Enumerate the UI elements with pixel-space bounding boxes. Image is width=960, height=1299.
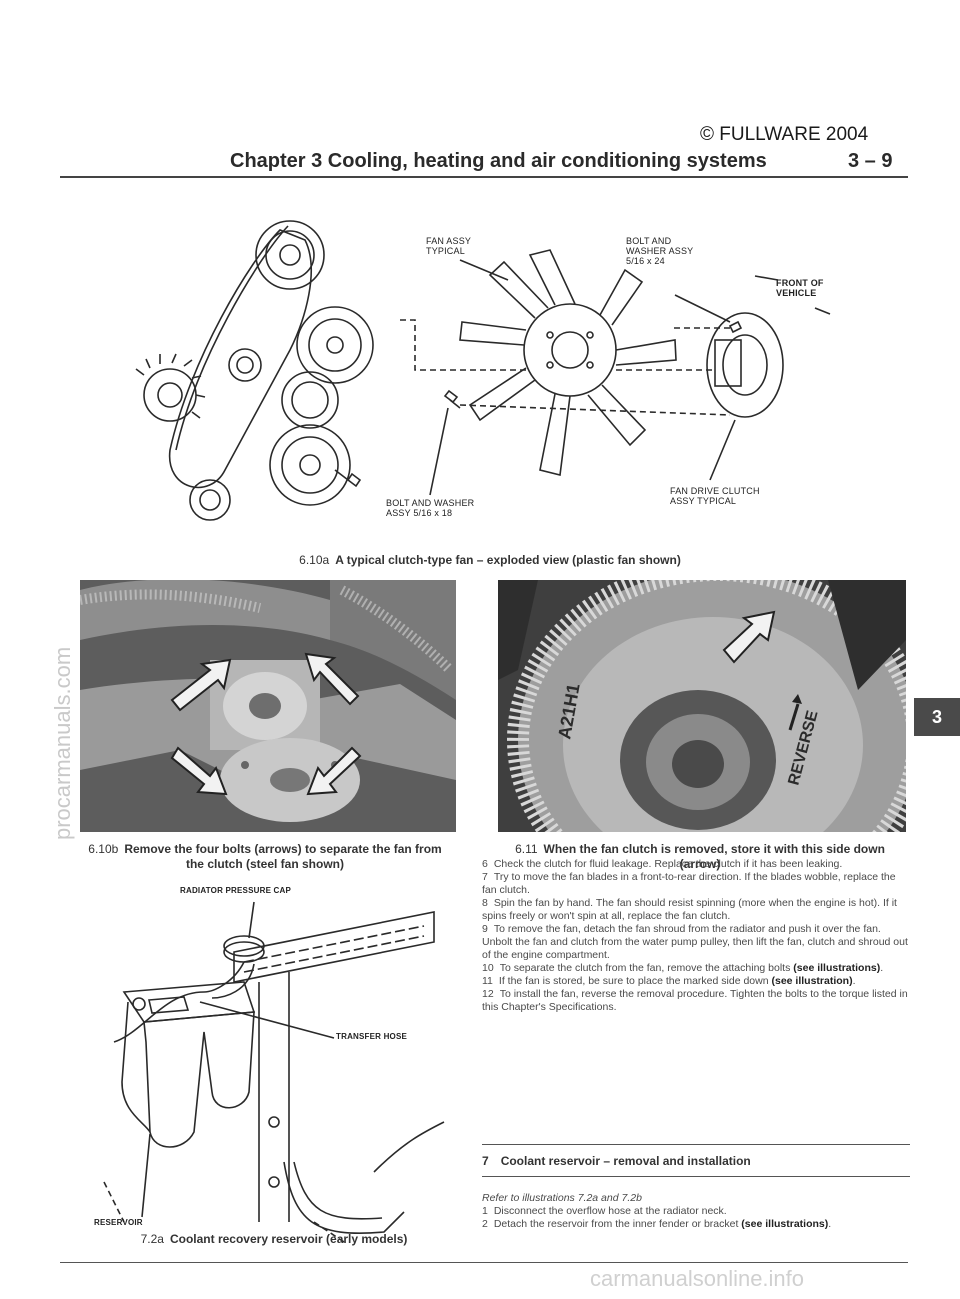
watermark-left: procarmanuals.com [50,646,75,840]
label-reservoir: RESERVOIR [94,1218,143,1227]
copyright-notice: © FULLWARE 2004 [700,124,869,145]
label-radiator-pressure-cap: RADIATOR PRESSURE CAP [180,886,292,895]
chapter-tab: 3 [914,698,960,736]
figure-7-2a-diagram: RADIATOR PRESSURE CAP TRANSFER HOSE RESE… [84,882,464,1244]
section-7-reference: Refer to illustrations 7.2a and 7.2b [482,1192,642,1204]
section-rule-top [482,1144,910,1145]
header-rule [60,176,908,178]
photo-6-10b [80,580,456,832]
label-transfer-hose: TRANSFER HOSE [336,1032,408,1041]
footer-rule [60,1262,908,1263]
photo-fan-clutch: A21H1 REVERSE [498,580,906,832]
photo-fan-bolts [80,580,456,832]
watermark-bottom: carmanualsonline.info [590,1266,805,1291]
reservoir-diagram [103,901,445,1243]
page-number: 3 – 9 [848,150,893,172]
photo-6-11: A21H1 REVERSE [498,580,906,832]
chapter-title: Chapter 3 Cooling, heating and air condi… [230,150,767,172]
exploded-fan-diagram [135,220,831,521]
section-rule-bottom [482,1176,910,1177]
